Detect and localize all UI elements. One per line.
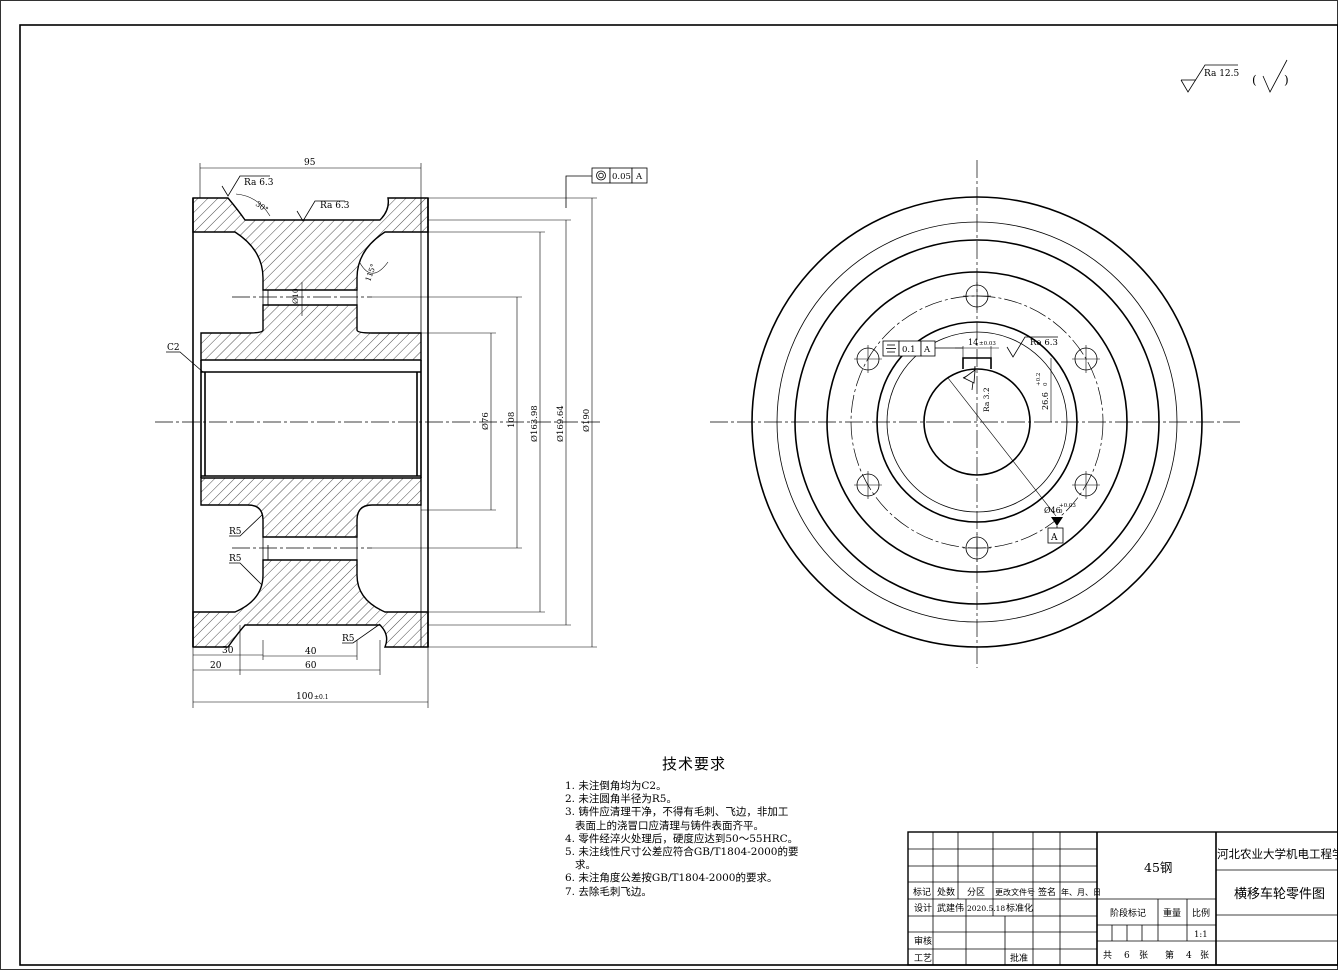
dim-30: 30	[222, 646, 234, 656]
symmetry-datum: A	[923, 345, 931, 355]
dim-108: 108	[507, 412, 517, 428]
requirement-item: 1. 未注倒角均为C2。	[565, 780, 667, 792]
tb-standard: 标准化	[1006, 902, 1033, 914]
r5-label-c: R5	[342, 634, 355, 644]
tb-total-prefix: 共	[1103, 950, 1112, 961]
tb-total: 6	[1124, 951, 1130, 961]
requirement-item: 7. 去除毛刺飞边。	[565, 885, 652, 898]
datum-a: A	[1050, 533, 1058, 543]
key-depth-tol: +0.2	[1036, 373, 1042, 386]
tb-no: 4	[1186, 951, 1192, 961]
concentricity-tol: 0.05	[612, 172, 631, 182]
tb-stage: 阶段标记	[1110, 907, 1146, 919]
tb-designer-label: 设计	[914, 902, 932, 914]
bolt-holes	[854, 282, 1100, 562]
inner-frame	[19, 24, 1338, 966]
bore-dia: Ø46	[1044, 506, 1061, 515]
general-roughness-value: Ra 12.5	[1204, 69, 1240, 79]
requirement-item: 求。	[575, 859, 596, 872]
bore-tol: +0.03	[1059, 503, 1076, 509]
tb-review: 审核	[914, 935, 932, 947]
tb-mark: 标记	[913, 886, 931, 898]
dia-76: Ø76	[480, 412, 491, 430]
key-width-tol: ±0.03	[979, 341, 996, 347]
tb-approve: 批准	[1010, 952, 1028, 964]
chamfer-c2: C2	[167, 343, 180, 353]
section-view: 95 Ra 6.3 Ra 6.3 30° 115° Ø10 C2 R5 R5 R…	[155, 158, 648, 708]
general-roughness-symbol: Ra 12.5 ( )	[1180, 59, 1289, 93]
dim-40: 40	[305, 647, 317, 657]
key-depth: 26.6	[1041, 392, 1050, 410]
tb-no-prefix: 第	[1165, 949, 1174, 961]
dia-169: Ø169.64	[555, 405, 566, 442]
ra-bore: Ra 3.2	[982, 387, 991, 412]
tb-no-suffix: 张	[1200, 950, 1209, 961]
tb-total-suffix: 张	[1139, 950, 1148, 961]
requirements-title: 技术要求	[662, 755, 727, 773]
dim-100-tol: ±0.1	[314, 694, 329, 701]
ra-key: Ra 6.3	[1030, 338, 1058, 348]
key-depth-tol2: 0	[1043, 382, 1049, 386]
dia-190: Ø190	[581, 409, 592, 432]
title-block: 标记 处数 分区 更改文件号 签名 年、月、日 设计 武建伟 2020.5.18…	[907, 831, 1338, 966]
general-roughness-close: )	[1284, 73, 1289, 87]
tb-scale-label: 比例	[1192, 907, 1210, 919]
section-hatch-bottom	[192, 559, 429, 648]
tb-school: 河北农业大学机电工程学院	[1217, 847, 1338, 861]
requirement-item: 2. 未注圆角半径为R5。	[565, 793, 677, 806]
dim-95: 95	[304, 158, 316, 168]
requirements-list: 1. 未注倒角均为C2。 2. 未注圆角半径为R5。 3. 铸件应清理干净，不得…	[565, 780, 825, 899]
requirement-item: 6. 未注角度公差按GB/T1804-2000的要求。	[565, 872, 778, 885]
section-hatch-top	[192, 197, 429, 291]
tb-process: 工艺	[914, 953, 932, 964]
tb-part-name: 横移车轮零件图	[1234, 886, 1325, 902]
end-view: 0.1 A 14 ±0.03 Ra 6.3 26.6 +0.2 0 Ra 3.2…	[710, 160, 1240, 668]
dim-20: 20	[210, 661, 222, 671]
dia-163: Ø163.98	[529, 405, 540, 442]
r5-label-b: R5	[229, 554, 242, 564]
tb-sign: 签名	[1038, 886, 1056, 898]
section-hatch-hub-top	[200, 304, 422, 361]
tb-scale: 1:1	[1194, 930, 1208, 940]
requirement-item: 4. 零件经淬火处理后，硬度应达到50～55HRC。	[565, 832, 799, 845]
dia-10: Ø10	[291, 288, 300, 304]
dim-60: 60	[305, 661, 317, 671]
dim-100: 100	[296, 692, 313, 702]
requirement-item: 3. 铸件应清理干净，不得有毛刺、飞边，非加工	[565, 806, 789, 819]
symmetry-tol: 0.1	[902, 345, 916, 355]
general-roughness-open: (	[1252, 73, 1257, 87]
tb-zone: 分区	[967, 887, 985, 898]
concentricity-datum: A	[635, 172, 643, 182]
ra-top-left: Ra 6.3	[244, 178, 274, 188]
tb-count: 处数	[937, 886, 955, 898]
key-width: 14	[968, 338, 978, 347]
ra-top-mid: Ra 6.3	[320, 201, 350, 211]
tb-designer: 武建伟	[937, 902, 964, 914]
tb-doc: 更改文件号	[995, 887, 1035, 897]
tb-weight: 重量	[1163, 907, 1181, 919]
requirement-item: 表面上的浇冒口应清理与铸件表面齐平。	[575, 819, 764, 832]
tb-date: 年、月、日	[1061, 887, 1101, 897]
tb-design-date: 2020.5.18	[967, 904, 1005, 913]
tb-material: 45钢	[1144, 860, 1172, 875]
bore-tol2: 0	[1059, 509, 1063, 515]
r5-label-a: R5	[229, 527, 242, 537]
requirement-item: 5. 未注线性尺寸公差应符合GB/T1804-2000的要	[565, 846, 799, 859]
